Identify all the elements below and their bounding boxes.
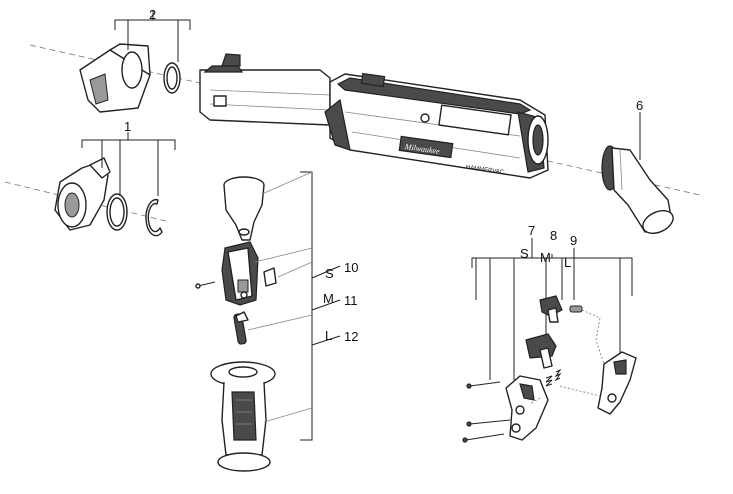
handle-pin — [195, 281, 216, 289]
size-label-s: S — [325, 266, 334, 281]
part-1-snap-ring — [145, 198, 163, 237]
callout-2-label: 2 — [149, 7, 156, 22]
size-label-l-right: L — [564, 255, 571, 270]
callout-10-label: 10 — [344, 260, 358, 275]
callout-1-bracket — [81, 132, 176, 196]
part-2-adapter — [79, 43, 151, 113]
handle-clamp-body — [221, 241, 259, 306]
size-label-l: L — [325, 328, 332, 343]
callout-8-label: 8 — [550, 228, 557, 243]
callout-7-label: 7 — [528, 223, 535, 238]
extractor-body: Milwaukee HAMMERVAC — [199, 53, 549, 179]
callout-9-label: 9 — [570, 233, 577, 248]
part-spring — [545, 368, 562, 387]
callout-1-label: 1 — [124, 119, 131, 134]
callout-12-label: 12 — [344, 329, 358, 344]
part-1-cap — [54, 157, 111, 231]
assembly-path — [529, 309, 605, 405]
model-text: HAMMERVAC — [465, 165, 505, 176]
size-label-m: M — [323, 291, 334, 306]
handle-bracket — [300, 171, 313, 441]
callout-2-bracket — [114, 10, 191, 62]
handle-clamp-band — [223, 176, 265, 241]
handle-grip — [210, 361, 276, 472]
part-6-elbow — [601, 145, 674, 235]
handle-threaded-rod — [233, 311, 249, 345]
part-9-lever — [539, 295, 583, 323]
size-label-m-right: M — [540, 250, 551, 265]
callout-6-label: 6 — [636, 98, 643, 113]
part-1-ring — [106, 193, 128, 231]
part-7-bracket-right — [597, 351, 637, 415]
part-8-latch — [525, 333, 557, 369]
size-label-s-right: S — [520, 246, 529, 261]
callout-11-label: 11 — [344, 293, 358, 308]
part-7-bracket-left — [505, 375, 549, 441]
handle-insert-plate — [263, 267, 277, 287]
mount-screws — [462, 381, 511, 443]
part-2-oring — [163, 62, 181, 94]
